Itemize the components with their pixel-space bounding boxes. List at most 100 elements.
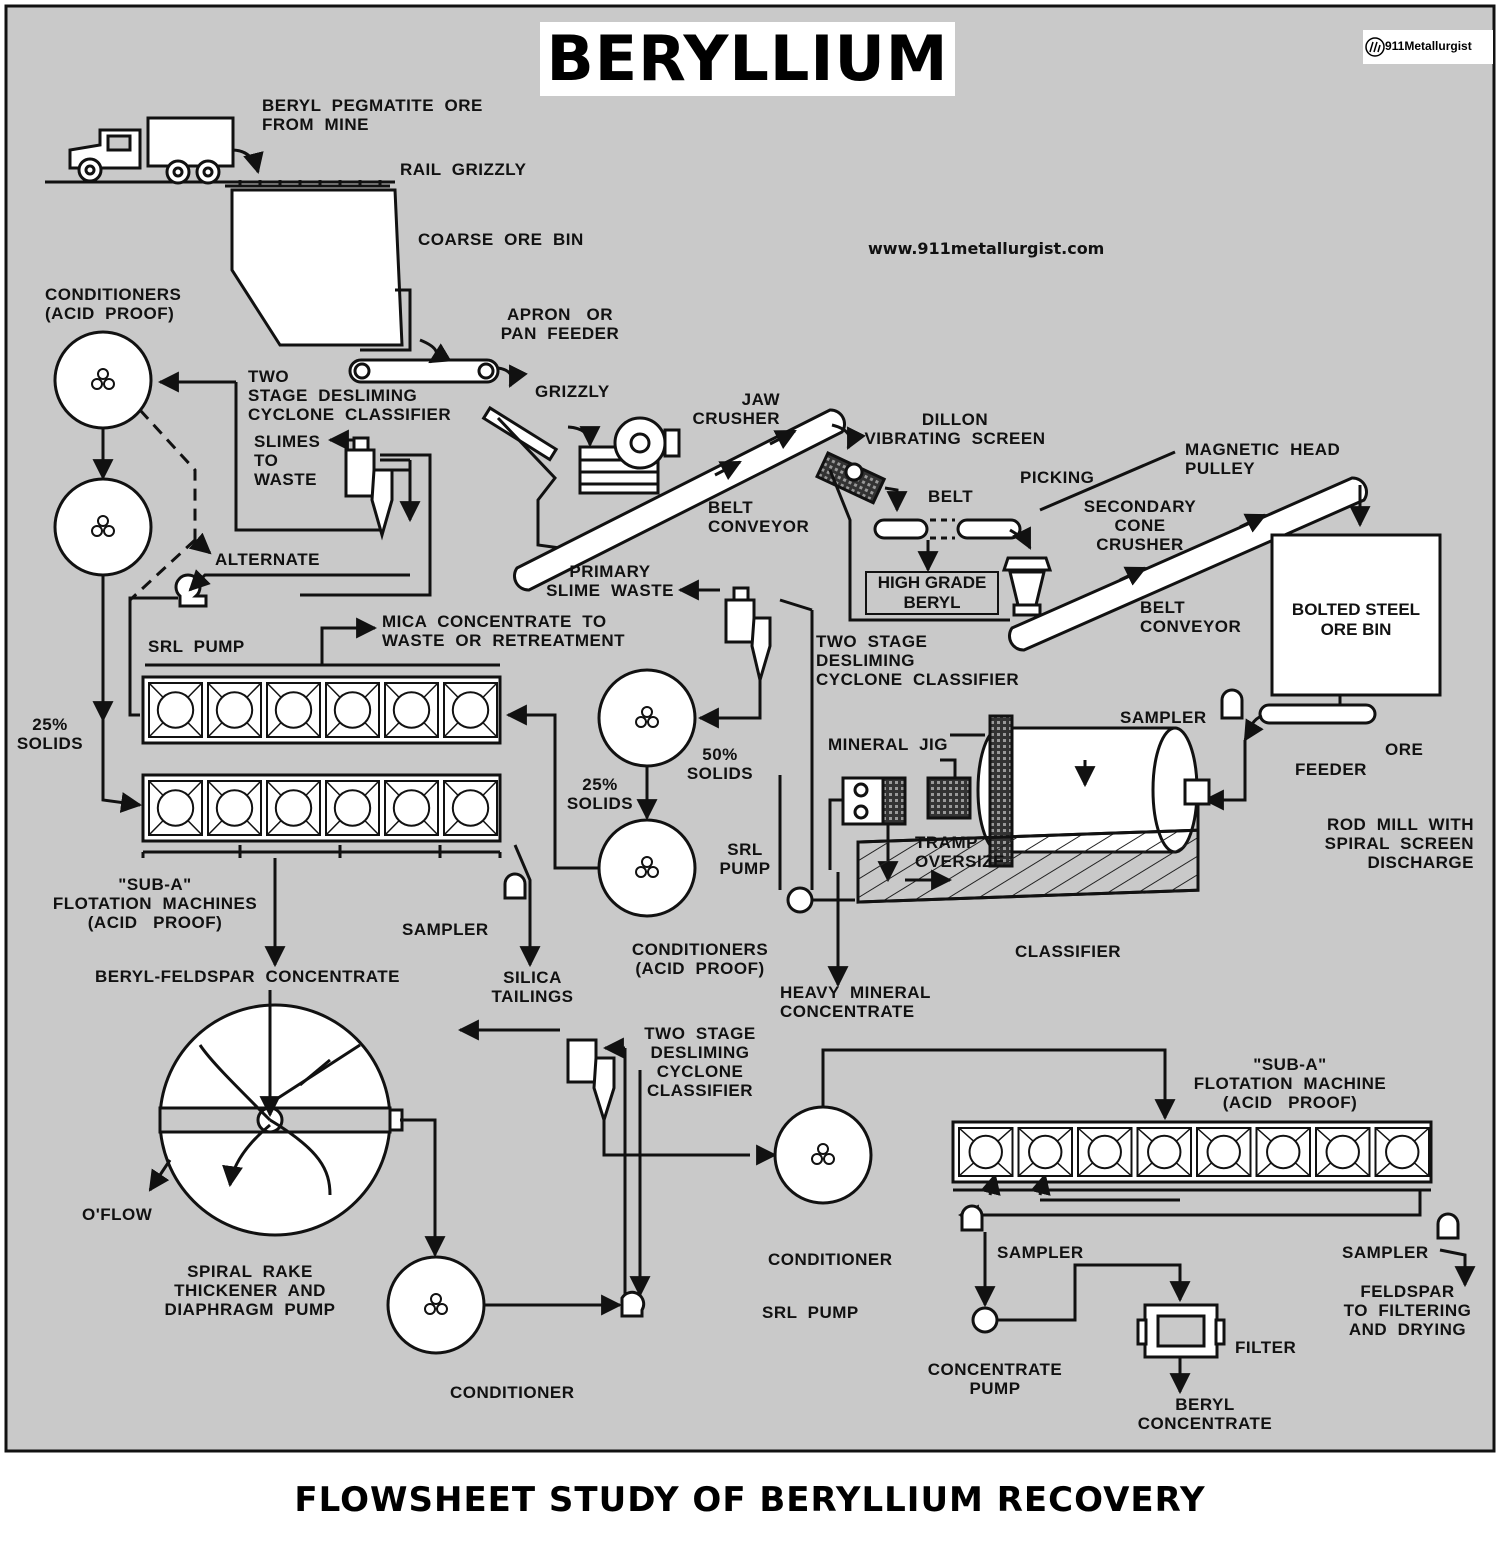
agitator-icons xyxy=(91,368,835,1315)
label-sampler-1: SAMPLER xyxy=(1120,708,1207,727)
apron-feeder xyxy=(348,358,500,384)
flotation-bank-2-cell xyxy=(148,780,203,836)
label-beryl-concentrate: BERYL CONCENTRATE xyxy=(1137,1395,1273,1433)
agitator-icon xyxy=(635,706,659,728)
label-magnetic-pulley: MAGNETIC HEAD PULLEY xyxy=(1185,440,1341,478)
flotation-bank-1-cell xyxy=(148,682,203,738)
label-silica-tailings: SILICA TAILINGS xyxy=(491,968,574,1006)
label-srl-pump-2: SRL PUMP xyxy=(719,840,771,878)
flotation-bank-1-cell xyxy=(443,682,498,738)
label-sub-a-1: "SUB-A" FLOTATION MACHINES (ACID PROOF) xyxy=(52,875,258,932)
flotation-bank-3-cell xyxy=(1315,1127,1371,1177)
label-conditioner-low: CONDITIONER xyxy=(768,1250,893,1269)
coarse-ore-bin xyxy=(230,188,404,347)
label-secondary-crusher: SECONDARY CONE CRUSHER xyxy=(1083,497,1197,554)
label-solids-25-left: 25% SOLIDS xyxy=(16,715,84,753)
flotation-bank-1-cell xyxy=(384,682,439,738)
flotation-bank-3-cell xyxy=(1017,1127,1073,1177)
picking-belt xyxy=(873,518,929,540)
bolted-steel-ore-bin xyxy=(1270,533,1442,697)
label-ore: ORE xyxy=(1385,740,1424,759)
agitator-icon xyxy=(91,515,115,537)
label-sampler-4: SAMPLER xyxy=(1342,1243,1429,1262)
brand-name: 911Metallurgist xyxy=(1385,39,1472,53)
silica-sampler-icon xyxy=(503,872,527,900)
label-conditioner-bottom: CONDITIONER xyxy=(450,1383,575,1402)
label-rail-grizzly: RAIL GRIZZLY xyxy=(400,160,527,179)
label-solids-25-mid: 25% SOLIDS xyxy=(566,775,634,813)
flotation-bank-3-cell xyxy=(1136,1127,1192,1177)
label-coarse-ore-bin: COARSE ORE BIN xyxy=(418,230,584,249)
flotation-bank-3-cell xyxy=(1077,1127,1133,1177)
flotation-bank-2-cell xyxy=(443,780,498,836)
label-tramp-oversize: TRAMP OVERSIZE xyxy=(915,833,1005,871)
flotation-bank-3-cell xyxy=(1196,1127,1252,1177)
flotation-bank-3-cell xyxy=(1374,1127,1430,1177)
flotation-bank-2-cell xyxy=(384,780,439,836)
label-belt: BELT xyxy=(928,487,974,506)
label-ore-from-mine: BERYL PEGMATITE ORE FROM MINE xyxy=(262,96,483,134)
label-srl-pump-1: SRL PUMP xyxy=(148,637,245,656)
flotation-bank-3-cell xyxy=(958,1127,1014,1177)
label-desliming-top: TWO STAGE DESLIMING CYCLONE CLASSIFIER xyxy=(248,367,452,424)
flotation-bank-2-cell xyxy=(207,780,262,836)
label-mica-concentrate: MICA CONCENTRATE TO WASTE OR RETREATMENT xyxy=(382,612,626,650)
feldspar-sampler-icon xyxy=(1436,1212,1460,1240)
label-belt-conveyor-2: BELT CONVEYOR xyxy=(1140,598,1242,636)
belt-conveyor-2 xyxy=(1008,476,1368,652)
concentrate-pump-icon xyxy=(971,1306,999,1334)
label-beryl-feldspar: BERYL-FELDSPAR CONCENTRATE xyxy=(95,967,401,986)
mineral-jig-icon xyxy=(841,776,972,826)
filter-icon xyxy=(1136,1303,1226,1359)
desliming-cyclone-mid xyxy=(724,586,772,686)
rail-grizzly xyxy=(225,180,390,188)
agitator-icon xyxy=(91,368,115,390)
label-belt-conveyor-1: BELT CONVEYOR xyxy=(708,498,810,536)
flotation-bank-1-cell xyxy=(207,682,262,738)
label-conditioners-top: CONDITIONERS (ACID PROOF) xyxy=(45,285,182,323)
label-sampler-3: SAMPLER xyxy=(997,1243,1084,1262)
srl-pump-low xyxy=(620,1290,646,1318)
label-jaw-crusher: JAW CRUSHER xyxy=(692,390,780,428)
label-feeder: FEEDER xyxy=(1295,760,1367,779)
agitator-icon xyxy=(635,856,659,878)
concentrate-sampler-icon xyxy=(960,1204,984,1232)
label-sub-a-2: "SUB-A" FLOTATION MACHINE (ACID PROOF) xyxy=(1193,1055,1387,1112)
label-spiral-rake: SPIRAL RAKE THICKENER AND DIAPHRAGM PUMP xyxy=(164,1262,336,1319)
label-alternate: ALTERNATE xyxy=(215,550,320,569)
label-apron-feeder: APRON OR PAN FEEDER xyxy=(500,305,620,343)
label-mineral-jig: MINERAL JIG xyxy=(828,735,948,754)
cone-crusher-icon xyxy=(1001,556,1053,617)
label-heavy-mineral: HEAVY MINERAL CONCENTRATE xyxy=(780,983,931,1021)
flotation-bank-1-cell xyxy=(325,682,380,738)
flotation-cells xyxy=(148,682,1430,1177)
desliming-cyclone-top xyxy=(344,436,394,541)
watermark-url: www.911metallurgist.com xyxy=(868,239,1105,258)
srl-pump-mid xyxy=(786,886,814,914)
diagram-title: BERYLLIUM xyxy=(540,22,955,96)
agitator-icon xyxy=(424,1293,448,1315)
belt-conveyor-1 xyxy=(513,408,846,592)
label-concentrate-pump: CONCENTRATE PUMP xyxy=(927,1360,1063,1398)
label-conditioners-mid: CONDITIONERS (ACID PROOF) xyxy=(631,940,769,978)
flotation-bank-3-cell xyxy=(1255,1127,1311,1177)
label-picking: PICKING xyxy=(1020,468,1095,487)
label-dillon-screen: DILLON VIBRATING SCREEN xyxy=(864,410,1046,448)
label-bolted-bin: BOLTED STEEL ORE BIN xyxy=(1291,600,1421,639)
flotation-bank-1-cell xyxy=(266,682,321,738)
flotation-bank-2-cell xyxy=(266,780,321,836)
jaw-crusher-icon xyxy=(578,416,681,495)
label-feldspar: FELDSPAR TO FILTERING AND DRYING xyxy=(1343,1282,1472,1339)
high-grade-beryl-box xyxy=(865,571,999,615)
label-oflow: O'FLOW xyxy=(82,1205,153,1224)
flotation-bank-2-cell xyxy=(325,780,380,836)
label-slimes-waste: SLIMES TO WASTE xyxy=(254,432,321,489)
label-desliming-low: TWO STAGE DESLIMING CYCLONE CLASSIFIER xyxy=(644,1024,756,1100)
agitator-icon xyxy=(811,1143,835,1165)
label-classifier: CLASSIFIER xyxy=(1015,942,1122,961)
ore-sampler-icon xyxy=(1220,688,1244,720)
label-primary-slime: PRIMARY SLIME WASTE xyxy=(546,562,674,600)
brand-logo-icon xyxy=(1365,37,1385,57)
ore-truck-icon xyxy=(68,116,235,185)
